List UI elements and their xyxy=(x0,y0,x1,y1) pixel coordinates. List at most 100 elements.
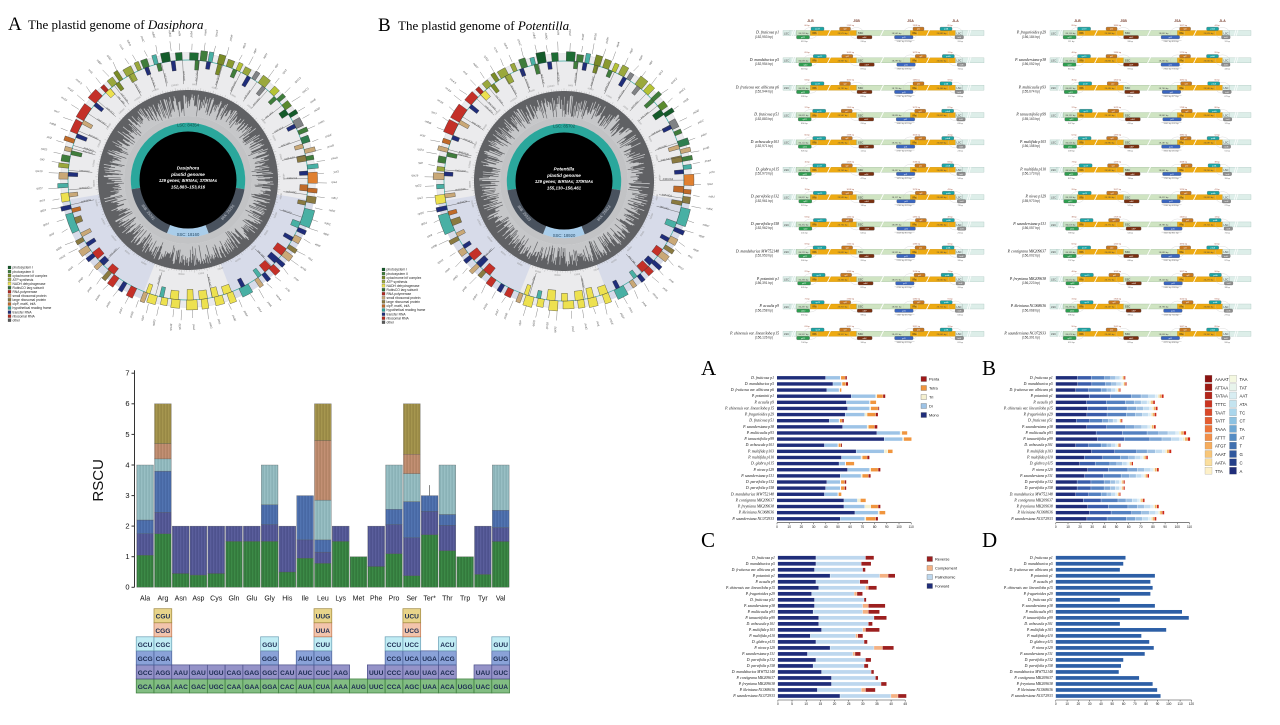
svg-text:86 bp: 86 bp xyxy=(1215,107,1221,109)
svg-text:psbA: psbA xyxy=(1211,137,1216,140)
svg-text:P. multifida p110: P. multifida p110 xyxy=(1026,634,1053,638)
svg-text:UCA: UCA xyxy=(405,656,420,663)
svg-text:155,130–156,461: 155,130–156,461 xyxy=(547,185,582,190)
svg-text:Forward: Forward xyxy=(935,584,949,589)
svg-text:15: 15 xyxy=(819,702,823,706)
svg-text:ACA: ACA xyxy=(440,684,455,691)
svg-text:Cys: Cys xyxy=(210,595,223,602)
svg-text:70: 70 xyxy=(1139,525,1143,529)
svg-text:trnW-CCA: trnW-CCA xyxy=(287,177,298,180)
svg-text:60: 60 xyxy=(1122,702,1126,706)
svg-text:286 bp: 286 bp xyxy=(1068,287,1075,289)
svg-text:41 bp: 41 bp xyxy=(1215,189,1221,191)
svg-text:P. multifida p103: P. multifida p103 xyxy=(747,449,774,453)
svg-text:B: B xyxy=(982,356,996,380)
svg-text:CGC: CGC xyxy=(156,642,171,649)
svg-text:25,714 bp: 25,714 bp xyxy=(937,307,948,309)
svg-text:P. fragarioides p29: P. fragarioides p29 xyxy=(744,413,774,417)
svg-text:SSC: SSC xyxy=(858,32,863,35)
svg-text:111 bp: 111 bp xyxy=(1068,41,1075,43)
svg-text:655 bp: 655 bp xyxy=(801,315,808,317)
svg-text:CCG: CCG xyxy=(387,656,402,663)
svg-text:plastid genome: plastid genome xyxy=(546,173,581,178)
svg-text:IRa: IRa xyxy=(1180,60,1185,63)
svg-text:68 bp: 68 bp xyxy=(1128,260,1134,262)
svg-text:737 bp: 737 bp xyxy=(1068,260,1075,262)
svg-text:ycf1: ycf1 xyxy=(902,92,905,94)
svg-text:405 bp: 405 bp xyxy=(801,287,808,289)
svg-text:psbA: psbA xyxy=(1211,192,1216,195)
svg-text:63 bp: 63 bp xyxy=(805,326,811,328)
svg-text:25,300 bp: 25,300 bp xyxy=(1204,252,1215,254)
svg-text:P. multifida p110: P. multifida p110 xyxy=(1026,455,1053,459)
svg-text:87 bp: 87 bp xyxy=(948,107,954,109)
svg-text:P. tanacetifolia p99: P. tanacetifolia p99 xyxy=(1022,437,1053,441)
svg-text:IRb: IRb xyxy=(813,251,818,254)
svg-text:P. nivea p129: P. nivea p129 xyxy=(753,468,775,472)
svg-text:IRa: IRa xyxy=(1180,333,1185,336)
svg-text:SSC: SSC xyxy=(858,114,863,117)
svg-text:Reverse: Reverse xyxy=(935,557,950,562)
svg-text:P. potaninii p1: P. potaninii p1 xyxy=(1030,574,1053,578)
svg-text:D. mandshurica p5: D. mandshurica p5 xyxy=(1023,382,1053,386)
svg-text:LSC: LSC xyxy=(1051,305,1056,309)
svg-text:rps19: rps19 xyxy=(1082,247,1087,250)
svg-text:1058 bp: 1058 bp xyxy=(847,189,855,191)
svg-text:D. mandshurica p5: D. mandshurica p5 xyxy=(1023,562,1053,566)
svg-text:(155,163 bp): (155,163 bp) xyxy=(1022,117,1040,121)
svg-text:UAG: UAG xyxy=(422,670,437,677)
svg-text:P. multifida p110: P. multifida p110 xyxy=(748,634,775,638)
svg-text:5: 5 xyxy=(125,430,129,439)
svg-text:25,186 bp: 25,186 bp xyxy=(937,252,948,254)
svg-text:AUA: AUA xyxy=(298,684,313,691)
svg-text:ycf1: ycf1 xyxy=(904,174,907,176)
svg-text:90: 90 xyxy=(1156,702,1160,706)
svg-text:LSC: LSC xyxy=(1223,31,1228,35)
svg-text:49 bp: 49 bp xyxy=(948,216,954,218)
svg-text:ycf1: ycf1 xyxy=(903,283,906,285)
svg-text:(152,953 bp): (152,953 bp) xyxy=(755,35,773,39)
svg-text:LSC: LSC xyxy=(956,59,961,63)
svg-text:GCU: GCU xyxy=(138,642,153,649)
svg-text:P. nivea p129: P. nivea p129 xyxy=(753,646,775,650)
svg-text:JSA: JSA xyxy=(1174,19,1181,23)
svg-text:18,412 bp: 18,412 bp xyxy=(1159,197,1170,199)
svg-text:rpl2: rpl2 xyxy=(1110,329,1113,332)
svg-text:psbA: psbA xyxy=(946,110,951,113)
svg-text:CGU: CGU xyxy=(156,614,171,621)
svg-text:The plastid genome of Potentil: The plastid genome of Potentilla xyxy=(398,18,570,33)
svg-text:LSC: LSC xyxy=(1223,59,1228,63)
svg-text:LSC: LSC xyxy=(1051,250,1056,254)
svg-text:ycf1: ycf1 xyxy=(902,311,905,313)
svg-text:110: 110 xyxy=(1187,525,1192,529)
svg-text:25,180 bp: 25,180 bp xyxy=(1105,197,1116,199)
svg-text:97 bp: 97 bp xyxy=(1128,69,1134,71)
svg-text:25,652 bp: 25,652 bp xyxy=(937,60,948,62)
svg-text:4: 4 xyxy=(125,460,129,469)
svg-text:psbA: psbA xyxy=(1211,247,1216,250)
svg-text:IRb: IRb xyxy=(1080,224,1085,227)
svg-text:rps19: rps19 xyxy=(411,173,419,177)
svg-text:rpl33: rpl33 xyxy=(177,323,181,330)
svg-text:SSC: SSC xyxy=(1125,306,1130,309)
svg-text:rpl2: rpl2 xyxy=(919,137,922,140)
svg-text:CAC: CAC xyxy=(280,684,295,691)
svg-text:trnH: trnH xyxy=(960,200,964,203)
svg-text:A: A xyxy=(701,356,717,380)
svg-text:rpl2: rpl2 xyxy=(918,274,921,277)
svg-text:P. tanacetifolia p99: P. tanacetifolia p99 xyxy=(743,437,774,441)
svg-text:rpl33: rpl33 xyxy=(553,326,557,333)
svg-text:(152,954 bp): (152,954 bp) xyxy=(755,62,773,66)
svg-text:rpl22: rpl22 xyxy=(803,173,807,176)
svg-text:6: 6 xyxy=(125,399,129,408)
svg-text:AGC: AGC xyxy=(404,684,419,691)
svg-text:93 bp: 93 bp xyxy=(1215,298,1221,300)
svg-text:1817 bp: 1817 bp xyxy=(1180,25,1188,27)
svg-text:IRb: IRb xyxy=(1080,278,1085,281)
svg-text:396 bp: 396 bp xyxy=(1068,315,1075,317)
svg-text:CUA: CUA xyxy=(316,684,331,691)
svg-text:1079 bp: 1079 bp xyxy=(913,107,921,109)
svg-text:P. saundersiana NC072933: P. saundersiana NC072933 xyxy=(1010,694,1053,698)
svg-text:31 bp: 31 bp xyxy=(1225,41,1231,43)
svg-text:LSC: LSC xyxy=(784,31,789,35)
